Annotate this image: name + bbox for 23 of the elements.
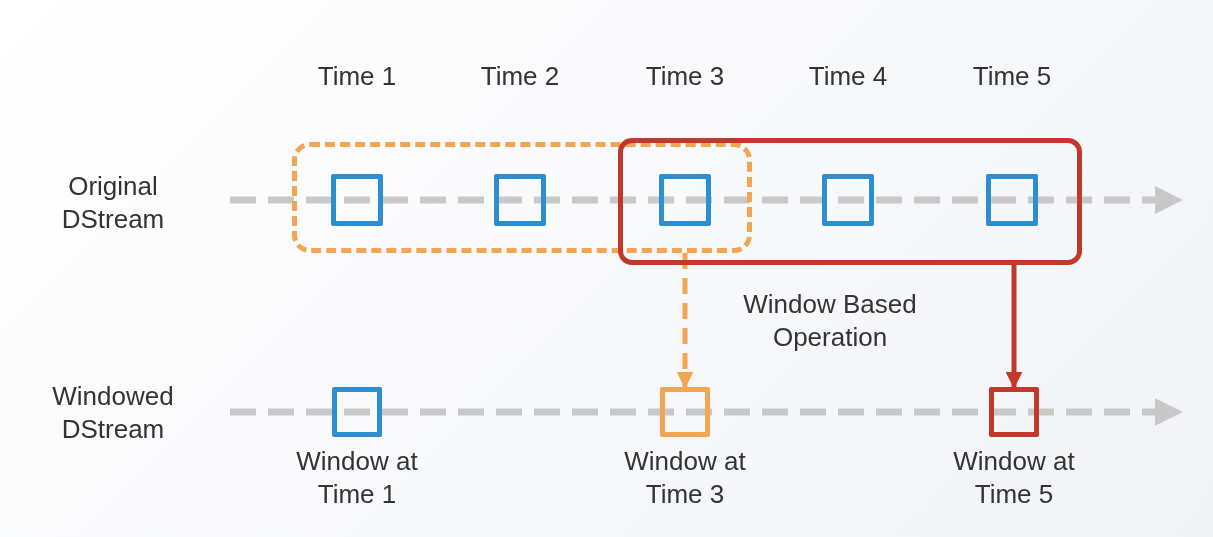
window-frame — [292, 142, 752, 253]
stream-label: Original DStream — [60, 170, 166, 235]
operation-label: Window Based Operation — [742, 288, 918, 353]
data-square — [986, 174, 1038, 226]
data-square — [989, 387, 1039, 437]
time-label: Time 5 — [971, 60, 1053, 93]
data-square — [822, 174, 874, 226]
data-square — [331, 174, 383, 226]
data-square — [332, 387, 382, 437]
time-label: Time 2 — [479, 60, 561, 93]
data-square — [660, 387, 710, 437]
window-caption: Window at Time 1 — [295, 445, 419, 510]
time-label: Time 1 — [316, 60, 398, 93]
window-caption: Window at Time 5 — [952, 445, 1076, 510]
window-frame — [618, 138, 1082, 265]
window-caption: Window at Time 3 — [623, 445, 747, 510]
stream-label: Windowed DStream — [51, 380, 175, 445]
time-label: Time 3 — [644, 60, 726, 93]
arrow — [676, 253, 694, 389]
data-square — [659, 174, 711, 226]
time-label: Time 4 — [807, 60, 889, 93]
arrow — [1005, 265, 1023, 389]
data-square — [494, 174, 546, 226]
